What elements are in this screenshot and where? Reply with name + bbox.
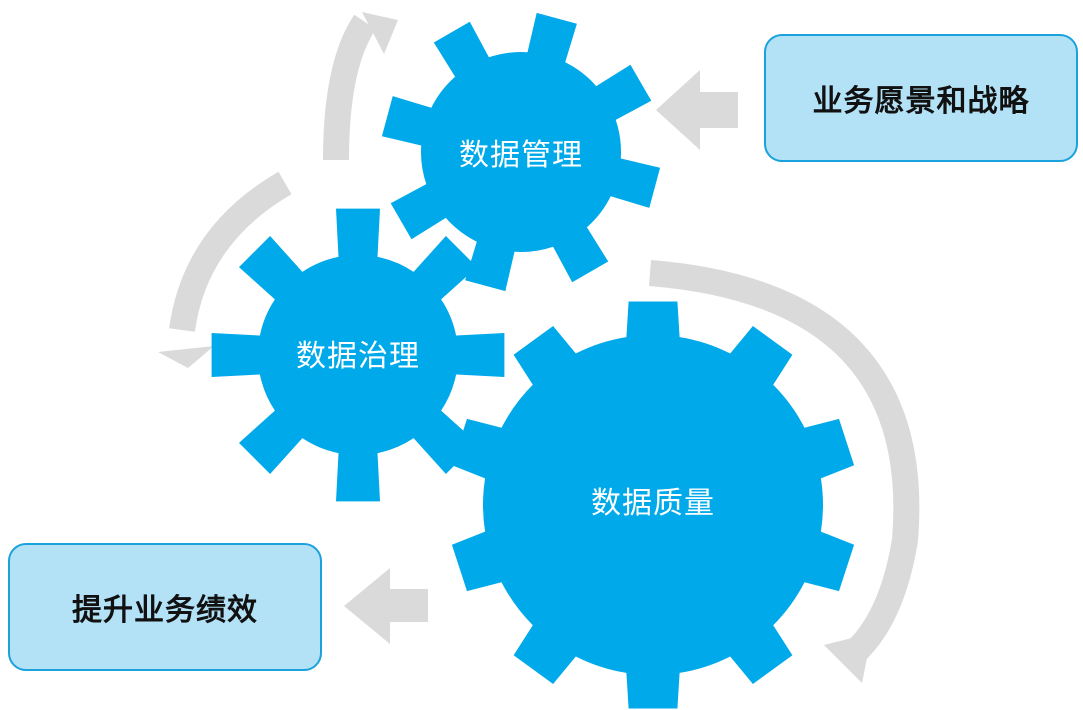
gear-label-data-governance: 数据治理 (296, 339, 420, 374)
performance-box: 提升业务绩效 (8, 543, 322, 671)
gear-label-data-quality: 数据质量 (591, 486, 715, 521)
cycle-arrow-right (648, 260, 920, 665)
gear-data-management (381, 12, 661, 292)
cycle-arrowhead-left (158, 346, 214, 368)
cycle-arrow-top (323, 14, 376, 161)
gear-data-quality (451, 301, 855, 709)
gear-label-data-management: 数据管理 (459, 138, 583, 173)
strategy-box: 业务愿景和战略 (764, 34, 1078, 162)
gear-data-governance (211, 208, 505, 502)
strategy-box-label: 业务愿景和战略 (812, 84, 1030, 119)
cycle-arrowhead-top (362, 12, 398, 54)
cycle-arrow-left (169, 171, 292, 332)
cycle-arrowhead-right (824, 633, 872, 683)
block-arrow-quality-to-performance (344, 568, 428, 644)
performance-box-label: 提升业务绩效 (72, 593, 258, 628)
block-arrow-strategy-to-management (656, 70, 738, 150)
